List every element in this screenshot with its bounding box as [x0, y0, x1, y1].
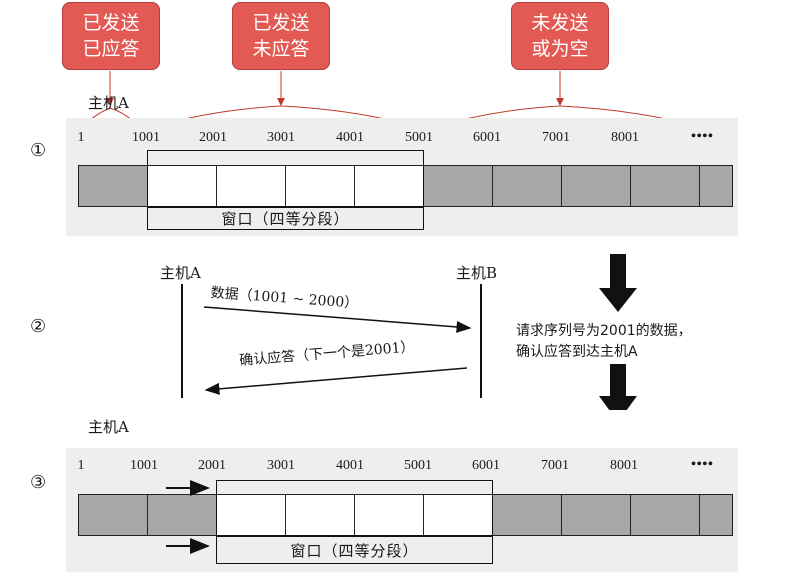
- callout-line: 已应答: [82, 38, 140, 60]
- step3-window-label: 窗口（四等分段）: [290, 542, 419, 560]
- step3-shift-arrows: [166, 480, 210, 554]
- callout-line: 已发送: [82, 12, 140, 34]
- segment: [423, 165, 493, 207]
- segment: [699, 165, 733, 207]
- seq-label: 4001: [336, 130, 364, 145]
- seq-label: 2001: [198, 458, 226, 473]
- window-divider: [147, 206, 424, 208]
- segment: [78, 165, 148, 207]
- segment: [699, 494, 733, 536]
- seq-label: 6001: [472, 458, 500, 473]
- seq-label: 1001: [130, 458, 158, 473]
- seq-label: 8001: [610, 458, 638, 473]
- seq-label: 4001: [336, 458, 364, 473]
- seq-label: 5001: [405, 130, 433, 145]
- step2-host-b: 主机B: [456, 264, 498, 282]
- callout-sent-acked: 已发送 已应答: [62, 2, 160, 70]
- segment: [492, 165, 562, 207]
- segment: [285, 165, 355, 207]
- step2-marker: ②: [30, 316, 47, 337]
- step2-note: 请求序列号为2001的数据， 确认应答到达主机A: [516, 321, 692, 363]
- step3-marker: ③: [30, 472, 47, 493]
- window-divider: [216, 535, 493, 537]
- seq-label: 8001: [611, 130, 639, 145]
- seq-label: 1: [77, 130, 85, 145]
- step1-host-label: 主机A: [88, 94, 129, 112]
- seq-label: 2001: [199, 130, 227, 145]
- segment: [561, 494, 631, 536]
- step2-message-arrows: [203, 254, 637, 410]
- seq-label: 7001: [541, 458, 569, 473]
- callout-sent-unacked: 已发送 未应答: [232, 2, 330, 70]
- seq-label: 1: [77, 458, 85, 473]
- seq-label: 1001: [132, 130, 160, 145]
- callout-unsent-empty: 未发送 或为空: [511, 2, 609, 70]
- seq-label: 3001: [267, 130, 295, 145]
- step3-window: [216, 480, 493, 564]
- segment: [216, 165, 286, 207]
- seq-label: ••••: [690, 128, 714, 145]
- step3-host-label: 主机A: [88, 418, 129, 436]
- step2-host-a: 主机A: [160, 264, 201, 282]
- callout-line: 未发送: [531, 12, 589, 34]
- segment: [147, 494, 217, 536]
- segment: [78, 494, 148, 536]
- seq-label: 3001: [267, 458, 295, 473]
- seq-label: ••••: [690, 456, 714, 473]
- note-line: 确认应答到达主机A: [516, 344, 638, 360]
- step1-window-label: 窗口（四等分段）: [221, 210, 350, 228]
- seq-label: 7001: [542, 130, 570, 145]
- step1-window: [147, 150, 424, 230]
- seq-label: 5001: [404, 458, 432, 473]
- callout-line: 或为空: [531, 38, 589, 60]
- host-b-timeline: [480, 284, 482, 398]
- note-line: 请求序列号为2001的数据，: [516, 323, 692, 339]
- step1-marker: ①: [30, 140, 47, 161]
- callout-line: 未应答: [252, 38, 310, 60]
- seq-label: 6001: [473, 130, 501, 145]
- segment: [561, 165, 631, 207]
- segment: [630, 165, 700, 207]
- callout-line: 已发送: [252, 12, 310, 34]
- host-a-timeline: [181, 284, 183, 398]
